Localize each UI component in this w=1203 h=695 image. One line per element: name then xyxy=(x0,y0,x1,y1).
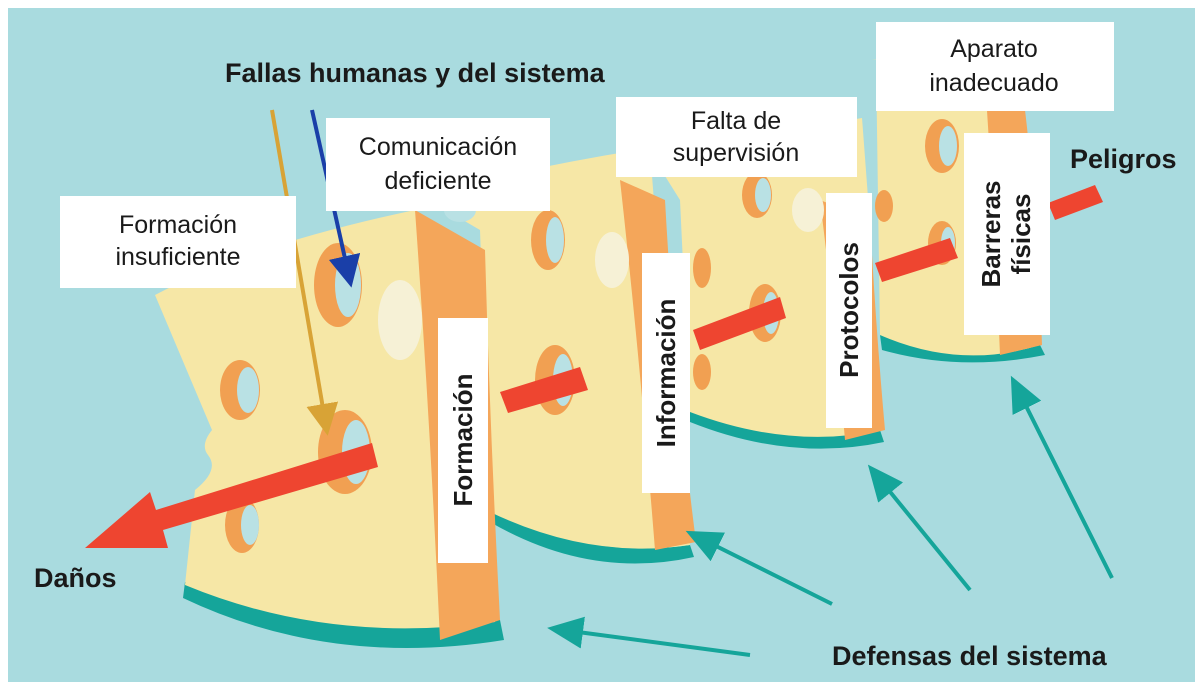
callout-aparato-inadecuado: Aparato inadecuado xyxy=(876,22,1114,111)
callout-2-line-1: Comunicación xyxy=(359,133,517,161)
layer-1-teal-base xyxy=(183,582,504,648)
hazard-arrow-segment-4 xyxy=(875,238,958,282)
layer-3-front-card: Protocolos xyxy=(826,193,872,428)
teal-arrow-icon xyxy=(547,375,1114,657)
damage-label: Daños xyxy=(34,563,117,593)
layer-2-teal-base xyxy=(490,510,694,564)
callout-3-line-1: Falta de xyxy=(691,107,781,135)
callout-formacion-insuficiente: Formación insuficiente xyxy=(60,196,296,288)
layer-1-front-card: Formación xyxy=(438,318,488,563)
layer-3-face xyxy=(655,118,882,437)
callout-3-line-2: supervisión xyxy=(673,139,799,167)
layer-1-front-label: Formación xyxy=(448,374,478,507)
hazard-arrow-head xyxy=(85,443,378,548)
callout-1-line-2: insuficiente xyxy=(115,243,240,271)
callout-2-line-2: deficiente xyxy=(384,167,491,195)
layer-4-front-label-line-2: físicas xyxy=(1006,194,1036,275)
hazards-label: Peligros xyxy=(1070,144,1177,174)
callout-4-line-2: inadecuado xyxy=(929,69,1058,97)
layer-4-front-label-line-1: Barreras xyxy=(976,181,1006,288)
layer-2-front-card: Información xyxy=(642,253,690,493)
hazard-arrow-segment-3 xyxy=(693,297,786,350)
layer-3-teal-base xyxy=(690,410,884,449)
callout-1-line-1: Formación xyxy=(119,211,237,239)
red-arrow-icon xyxy=(85,185,1103,548)
layer-3-front-label: Protocolos xyxy=(834,242,864,378)
hazard-arrow-segment-2 xyxy=(500,367,588,413)
diagram-title: Fallas humanas y del sistema xyxy=(225,58,606,88)
layer-4-front-card: Barreras físicas xyxy=(964,133,1050,335)
callout-falta-de-supervision: Falta de supervisión xyxy=(616,97,857,177)
gold-pointer-arrow xyxy=(270,109,339,436)
callout-4-line-1: Aparato xyxy=(950,35,1038,63)
callout-comunicacion-deficiente: Comunicación deficiente xyxy=(326,118,550,211)
hazard-arrow-tail xyxy=(1048,185,1103,220)
defenses-label: Defensas del sistema xyxy=(832,641,1108,671)
layer-2-front-label: Información xyxy=(651,299,681,448)
